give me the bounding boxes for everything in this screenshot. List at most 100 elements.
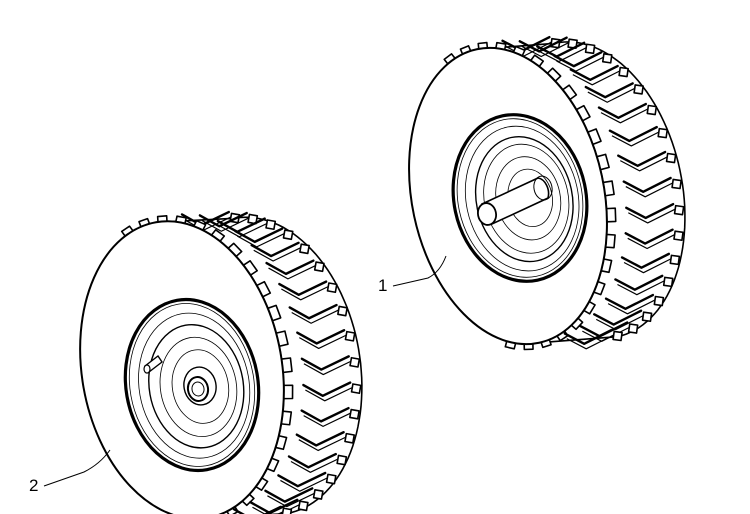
wheel-2-tread-chevron-edge [298,436,346,452]
wheel-2-tread-chevron [295,431,345,447]
wheel-2-tread-block [325,473,337,485]
wheel-1-tread-block [618,66,629,78]
wheel-2-rim [123,297,261,473]
wheel-2-tread-block [344,330,356,342]
wheel-1-tread-chevron-edge [628,208,676,224]
wheel-1-tread-chevron [614,274,664,291]
wheel-2-tread-chevron-edge [280,477,328,492]
wheel-1-tread-chevron-edge [572,70,620,86]
wheel-2-tread-chevron [265,259,315,276]
callout-2-label: 2 [29,476,38,495]
wheel-2-tread-chevron-edge [305,387,353,402]
wheel-1-tread-chevron-edge [627,234,675,250]
wheel-1-tread-chevron [625,202,675,220]
wheel-1-tread-chevron-edge [619,156,668,172]
wheel-1-tread-block [584,43,596,55]
wheel-2-tread-chevron-edge [267,492,315,508]
wheel-2-tread-chevron [232,505,282,514]
wheel-2-tread-chevron [278,280,328,297]
wheel-1-tread-chevron-edge [521,42,569,58]
wheel-2-tread-chevron-edge [291,309,339,324]
wheel-1-tread-chevron [617,150,667,168]
wheel-1-tread-chevron [584,82,634,99]
wheel-1-tread-chevron [604,293,655,311]
wheel-1-tread-chevron-edge [607,299,656,315]
wheel-2-tread-block [312,488,324,500]
wheel-1-tread-block [612,330,623,342]
wheel-1-tread-chevron-edge [625,182,673,198]
wheel-1-tread-chevron [563,328,613,345]
wheel-2-tread-chevron-edge [290,458,339,473]
wheel-1-tread-chevron-edge [566,334,614,350]
wheel-2-tread-chevron [300,355,350,371]
wheel-1-tread-block [671,178,682,190]
wheel-2-tread-block [313,261,325,273]
wheel-2-tread-chevron [287,452,337,469]
wheel-2-tread-block [349,356,361,368]
callout-1: 1 [378,255,447,295]
wheel-2-tread-chevron-edge [303,412,351,427]
wheel-1-tread-block [673,230,684,242]
wheel-1-tread-chevron [553,51,603,68]
wheel-2-tread-block [265,219,277,231]
wheel-2-tread-chevron [296,329,346,345]
wheel-1-axle [477,175,553,226]
wheel-2-tread-chevron [302,381,352,398]
wheel-1-tread-block [657,127,669,139]
wheel-2-sidewall [79,220,285,514]
wheel-2-tread-chevron-edge [299,334,347,350]
wheel-1-tread-chevron [597,102,647,120]
wheel-1-rim [451,113,589,283]
wheel-1-tread-chevron [620,252,671,269]
wheel-2-tread-chevron-edge [281,286,329,301]
wheel-1 [408,35,686,351]
wheel-1-tread-block [673,204,685,216]
wheel-1-tread-chevron [593,309,643,326]
wheel-1-tread-block [601,53,613,64]
wheel-1-tread-chevron [518,36,568,53]
wheel-2-tread-block [247,213,259,225]
wheel-1-tread-chevron-edge [611,131,659,147]
wheel-2-hub [183,366,217,406]
wheel-2 [79,210,363,514]
wheel-2-tread-block [297,500,309,512]
wheel-2-tread-block [349,408,360,420]
callout-2: 2 [29,449,111,495]
wheel-1-tread-chevron-edge [587,87,635,103]
wheel-2-tread-chevron [198,211,248,228]
wheel-2-tread-block [337,305,348,317]
wheel-2-tread-chevron [234,227,284,244]
wheel-2-tread-chevron [288,303,338,320]
wheel-2-tread-block [350,383,362,395]
wheel-2-tread-block [299,243,310,255]
wheel-1-tread-block [653,295,665,307]
wheel-1-tread-block [627,323,639,334]
wheel-1-tread-chevron-edge [600,108,649,124]
wheel-1-tread-chevron [569,64,619,82]
wheel-1-tread-block [641,311,653,323]
wheel-2-tread-lug [282,384,294,400]
wheel-1-tread-block [633,84,644,95]
wheel-2-tread-chevron-edge [253,247,301,262]
wheel-1-tread-block [669,254,681,266]
wheel-2-tread-block [344,432,356,444]
wheel-2-tread-chevron [277,471,327,488]
wheel-1-tread-block [646,104,658,116]
wheel-2-tread-chevron [250,241,300,258]
callout-1-label: 1 [378,276,387,295]
wheel-1-tread-chevron-edge [623,258,672,274]
wheel-2-pin [143,354,163,374]
wheel-2-tread-chevron-edge [201,217,249,232]
wheel-1-tread-chevron [622,176,672,193]
wheel-2-tread-block [282,229,294,241]
wheel-2-tread-chevron-edge [303,360,351,376]
wheel-1-tread-block [662,276,674,288]
wheel-2-tread [120,210,363,514]
wheel-2-tread-block [326,282,338,294]
wheel-1-tread-chevron [624,228,674,245]
wheel-2-tread-chevron [264,487,314,503]
wheel-2-tread-chevron-edge [268,265,316,280]
wheel-1-tread-chevron-edge [617,280,665,296]
wheel-2-tread-block [336,454,348,466]
